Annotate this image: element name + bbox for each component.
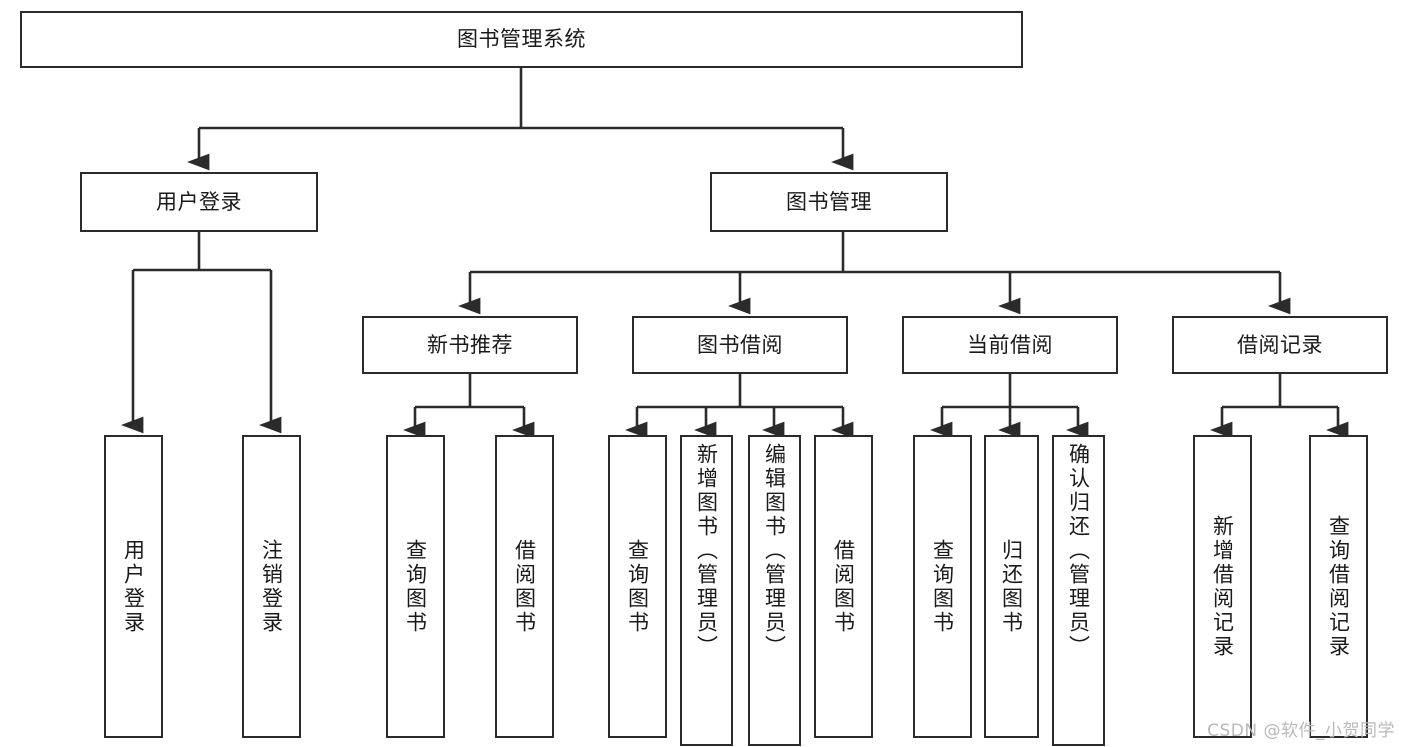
node-borrow-record[interactable]: 借阅记录 [1172,316,1388,374]
node-root-book-management-system[interactable]: 图书管理系统 [20,11,1023,68]
node-label: 新增借阅记录 [1210,514,1235,659]
node-book-borrow[interactable]: 图书借阅 [632,316,848,374]
node-label: 确认归还（管理员） [1066,443,1091,659]
leaf-return-book[interactable]: 归还图书 [984,435,1039,738]
watermark: CSDN @软件_小贺同学 [1207,721,1395,741]
node-label: 图书借阅 [697,332,783,357]
node-new-book-recommend[interactable]: 新书推荐 [362,316,578,374]
node-label: 编辑图书（管理员） [762,443,787,659]
node-label: 借阅图书 [831,538,856,635]
node-label: 用户登录 [156,189,242,214]
node-label: 图书管理系统 [457,27,586,52]
node-label: 查询图书 [930,538,955,635]
node-book-management[interactable]: 图书管理 [710,172,948,232]
node-label: 当前借阅 [967,332,1053,357]
leaf-confirm-return-admin[interactable]: 确认归还（管理员） [1052,435,1105,746]
leaf-add-book-admin[interactable]: 新增图书（管理员） [680,435,733,746]
leaf-query-book-borrow[interactable]: 查询图书 [608,435,667,738]
node-label: 查询借阅记录 [1326,514,1351,659]
node-current-borrow[interactable]: 当前借阅 [902,316,1118,374]
node-label: 借阅图书 [512,538,537,635]
leaf-query-book-recommend[interactable]: 查询图书 [386,435,445,738]
node-label: 查询图书 [403,538,428,635]
node-label: 查询图书 [625,538,650,635]
node-label: 借阅记录 [1237,332,1323,357]
leaf-query-book-current[interactable]: 查询图书 [913,435,972,738]
node-label: 图书管理 [786,189,872,214]
node-label: 归还图书 [999,538,1024,635]
node-label: 注销登录 [259,538,284,635]
leaf-add-borrow-record[interactable]: 新增借阅记录 [1193,435,1252,738]
leaf-logout[interactable]: 注销登录 [242,435,301,738]
leaf-query-borrow-record[interactable]: 查询借阅记录 [1309,435,1368,738]
node-label: 新书推荐 [427,332,513,357]
leaf-user-login[interactable]: 用户登录 [104,435,163,738]
node-label: 用户登录 [121,538,146,635]
leaf-borrow-book-recommend[interactable]: 借阅图书 [495,435,554,738]
node-user-login[interactable]: 用户登录 [80,172,318,232]
leaf-borrow-book[interactable]: 借阅图书 [814,435,873,738]
node-label: 新增图书（管理员） [694,443,719,659]
leaf-edit-book-admin[interactable]: 编辑图书（管理员） [748,435,801,746]
